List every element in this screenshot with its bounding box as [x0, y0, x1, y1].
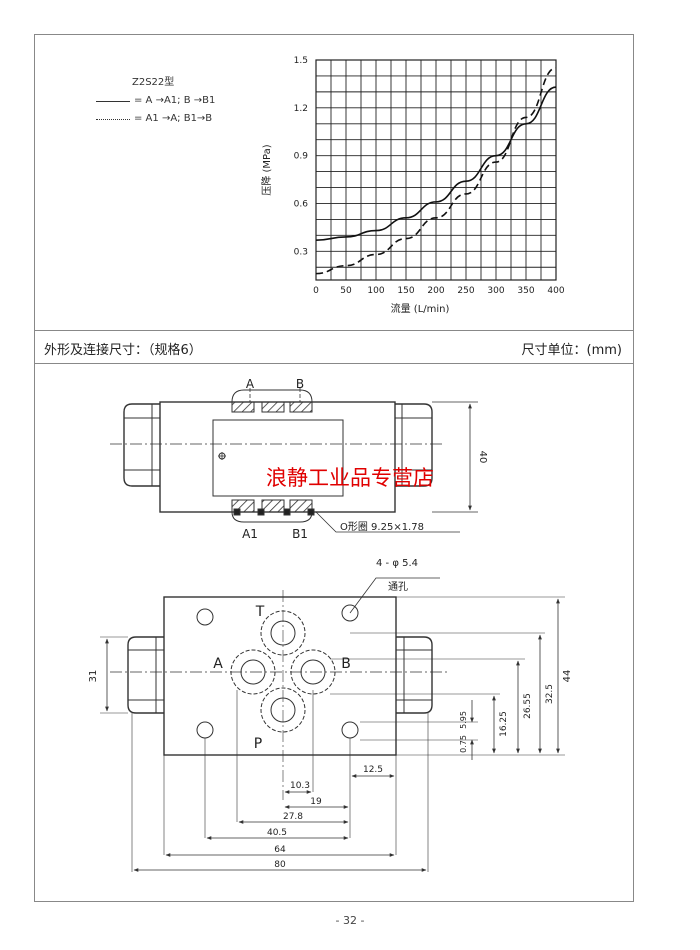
x-tick-label: 400 — [547, 286, 564, 296]
dim-10-3: 10.3 — [290, 781, 310, 791]
dim-27-8: 27.8 — [283, 812, 303, 822]
x-tick-label: 0 — [313, 286, 319, 296]
chart-series — [315, 67, 557, 275]
section-header: 外形及连接尺寸：（规格6） 尺寸单位：(mm) — [34, 330, 634, 364]
dim-44: 44 — [562, 670, 573, 683]
y-tick-label: 0.6 — [294, 199, 309, 209]
dim-19: 19 — [310, 797, 322, 807]
section-title: 外形及连接尺寸：（规格6） — [44, 343, 202, 358]
port-a-top-label: A — [213, 656, 223, 672]
port-a-label: A — [246, 377, 255, 391]
port-b-label: B — [296, 377, 304, 391]
y-axis-label: 压降 (MPa) — [260, 144, 273, 195]
x-tick-label: 150 — [397, 286, 414, 296]
chart-ticks: 0 50 100 150 200 250 300 350 400 0.3 0.6 0.9 1.2 1.5 — [294, 56, 565, 296]
x-tick-label: 50 — [340, 286, 352, 296]
y-tick-label: 1.5 — [294, 56, 308, 66]
dim-12-5: 12.5 — [363, 765, 383, 775]
dim-31: 31 — [88, 670, 99, 683]
x-tick-label: 350 — [517, 286, 534, 296]
x-tick-label: 100 — [367, 286, 384, 296]
x-axis-label: 流量 (L/min) — [391, 302, 450, 315]
chart-legend: Z2S22型 = A →A1; B →B1 = A1 →A; B1→B — [96, 74, 215, 128]
dim-40: 40 — [477, 451, 488, 464]
y-tick-label: 0.9 — [294, 152, 309, 162]
dim-0-75: 0.75 — [459, 735, 468, 753]
side-view — [110, 388, 478, 533]
legend-solid-label: = A →A1; B →B1 — [134, 95, 216, 106]
page-frame — [34, 34, 634, 902]
legend-dashed-label: = A1 →A; B1→B — [134, 113, 213, 124]
dim-5-95: 5.95 — [459, 711, 468, 729]
plot-border — [315, 59, 557, 281]
top-view — [100, 577, 565, 872]
series-line-dashed — [315, 67, 557, 275]
legend-solid-row: = A →A1; B →B1 — [96, 92, 215, 110]
legend-dashed-row: = A1 →A; B1→B — [96, 110, 215, 128]
port-p-label: P — [254, 736, 262, 752]
x-tick-label: 300 — [487, 286, 504, 296]
watermark: 浪静工业品专营店 — [266, 466, 434, 490]
series-line-solid — [315, 86, 557, 241]
dim-80: 80 — [274, 860, 286, 870]
port-b-top-label: B — [341, 656, 351, 672]
legend-title: Z2S22型 — [132, 77, 175, 88]
dim-26-55: 26.55 — [523, 693, 533, 719]
port-t-label: T — [255, 604, 265, 620]
through-hole-label: 通孔 — [388, 581, 408, 593]
legend-solid-line — [96, 100, 130, 102]
y-tick-label: 0.3 — [294, 247, 308, 257]
port-a1-label: A1 — [242, 527, 258, 541]
dim-16-25: 16.25 — [499, 711, 509, 737]
chart-grid — [315, 59, 557, 281]
y-tick-label: 1.2 — [294, 104, 308, 114]
dim-64: 64 — [274, 845, 286, 855]
page-number: - 32 - — [335, 914, 365, 927]
holes-note: 4 - φ 5.4 — [376, 558, 418, 569]
dim-40-5: 40.5 — [267, 828, 287, 838]
oring-label: O形圈 9.25×1.78 — [340, 521, 424, 533]
port-b1-label: B1 — [292, 527, 308, 541]
dim-32-5: 32.5 — [545, 684, 555, 704]
x-tick-label: 250 — [457, 286, 474, 296]
dimension-drawing: A B A1 B1 40 O形圈 9.25×1.78 浪静工业品专营店 4 - … — [88, 377, 573, 872]
x-tick-label: 200 — [427, 286, 444, 296]
section-unit: 尺寸单位：(mm) — [521, 343, 622, 358]
legend-dashed-line — [96, 118, 130, 120]
